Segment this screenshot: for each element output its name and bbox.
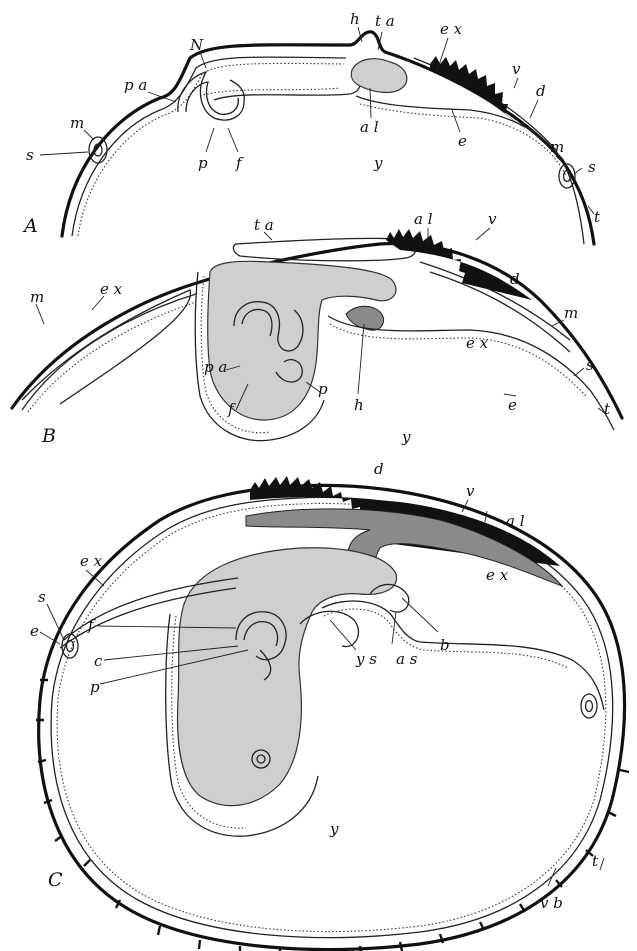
label-a-m-right: m	[550, 138, 564, 156]
label-a-f: f	[235, 154, 244, 172]
label-a-ta: t a	[375, 12, 395, 30]
label-c-ys: y s	[355, 650, 377, 668]
label-b-ta: t a	[254, 216, 274, 234]
label-a-h: h	[350, 10, 360, 28]
label-b-h: h	[354, 396, 364, 414]
panel-b-drawing	[12, 229, 622, 441]
leader-lines	[36, 27, 606, 886]
label-c-e: e	[30, 622, 39, 640]
label-a-v: v	[512, 60, 521, 78]
label-a-t: t	[594, 208, 601, 226]
label-b-pa: p a	[204, 358, 227, 376]
panel-c-drawing	[36, 476, 629, 951]
panel-b-label: B	[41, 425, 56, 447]
panel-b-embryo-mass	[208, 261, 396, 420]
label-c-b: b	[440, 636, 450, 654]
label-a-m-left: m	[70, 114, 84, 132]
label-b-al: a l	[414, 210, 433, 228]
label-a-s-right: s	[588, 158, 596, 176]
label-c-v: v	[466, 482, 475, 500]
panel-c-villi-bottom	[84, 770, 629, 951]
label-a-y: y	[373, 154, 383, 172]
panel-a-label: A	[22, 215, 38, 237]
label-a-al: a l	[360, 118, 379, 136]
label-c-s: s	[38, 588, 46, 606]
label-b-v: v	[488, 210, 497, 228]
label-b-ex-left: e x	[100, 280, 123, 298]
label-c-ex-left: e x	[80, 552, 103, 570]
panel-c-embryo-mass	[178, 548, 397, 806]
label-c-y: y	[329, 820, 339, 838]
label-a-ex: e x	[440, 20, 463, 38]
label-b-d: d	[510, 270, 520, 288]
label-a-pa: p a	[124, 76, 147, 94]
label-layer: N h t a e x p a v m d s a l p f y e m s …	[22, 10, 611, 912]
label-c-vb: v b	[540, 894, 563, 912]
label-c-t: t	[592, 852, 599, 870]
label-a-N: N	[189, 36, 204, 54]
panel-c-label: C	[48, 869, 63, 891]
label-c-as: a s	[396, 650, 418, 668]
label-c-ex-right: e x	[486, 566, 509, 584]
label-b-e: e	[508, 396, 517, 414]
label-a-d: d	[536, 82, 546, 100]
label-b-m-left: m	[30, 288, 44, 306]
label-a-e: e	[458, 132, 467, 150]
label-b-m-right: m	[564, 304, 578, 322]
label-c-c: c	[94, 652, 103, 670]
label-a-s-left: s	[26, 146, 34, 164]
panel-a-villi	[430, 56, 540, 140]
label-c-d: d	[374, 460, 384, 478]
label-a-p: p	[198, 154, 208, 172]
label-c-p: p	[90, 678, 100, 696]
label-c-al: a l	[506, 512, 525, 530]
label-b-ex-right: e x	[466, 334, 489, 352]
label-b-t: t	[604, 400, 611, 418]
label-b-y: y	[401, 428, 411, 446]
label-b-p: p	[318, 380, 328, 398]
panel-b-villi	[386, 229, 532, 300]
label-b-s: s	[586, 356, 594, 374]
